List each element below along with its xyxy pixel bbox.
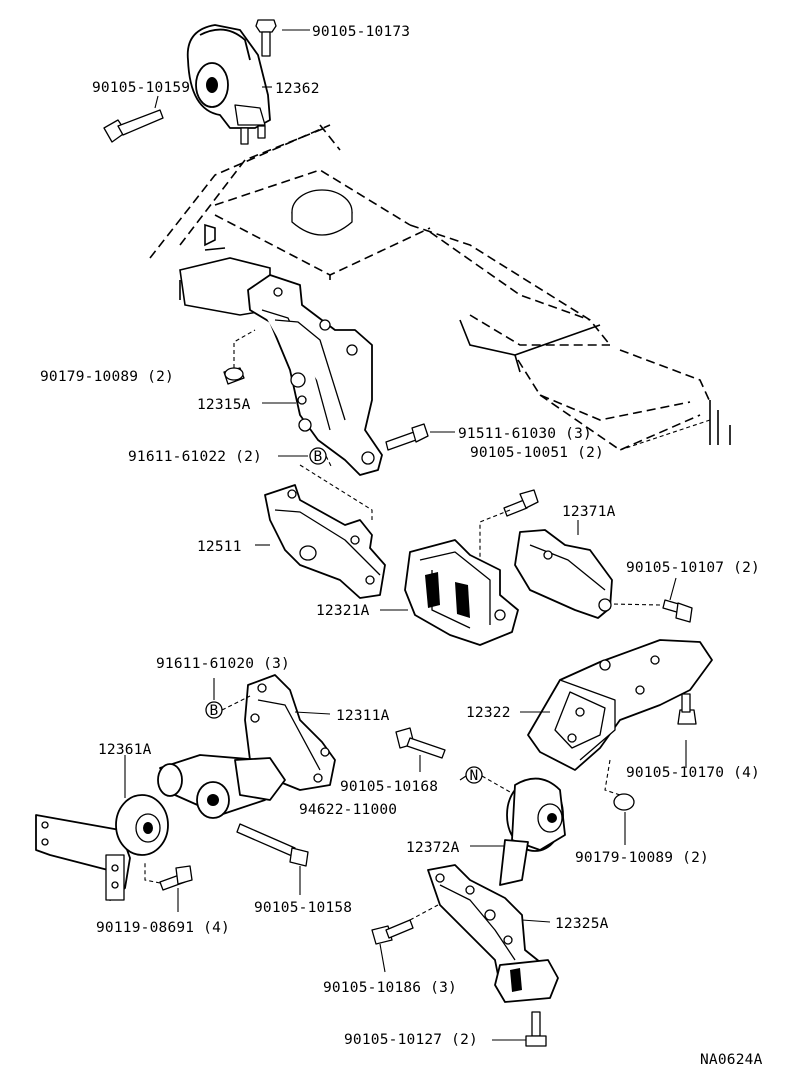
bracket-icon [264, 484, 386, 599]
bolt-icon [525, 1011, 547, 1047]
callout-12322: 12322 [466, 705, 511, 721]
callout-90105-10127: 90105-10127 (2) [344, 1032, 478, 1048]
engine-mount-insulator-icon [404, 539, 519, 646]
callout-12315a: 12315A [197, 397, 251, 413]
nut-icon [223, 367, 245, 385]
bolt-icon [255, 19, 277, 57]
callout-12325a: 12325A [555, 916, 609, 932]
callout-12511: 12511 [197, 539, 242, 555]
callout-90105-10170: 90105-10170 (4) [626, 765, 760, 781]
callout-91611-61020: 91611-61020 (3) [156, 656, 290, 672]
bracket-icon [427, 864, 559, 1003]
callout-90105-10186: 90105-10186 (3) [323, 980, 457, 996]
bolt-icon [103, 109, 164, 143]
engine-mount-insulator-icon [499, 777, 566, 886]
bracket-icon [514, 529, 613, 619]
engine-mount-insulator-icon [35, 754, 286, 901]
callout-90119-08691: 90119-08691 (4) [96, 920, 230, 936]
callout-90179-10089-a: 90179-10089 (2) [40, 369, 174, 385]
callout-90105-10168: 90105-10168 [340, 779, 438, 795]
callout-91611-61022: 91611-61022 (2) [128, 449, 262, 465]
callout-90105-10159: 90105-10159 [92, 80, 190, 96]
bracket-icon [247, 274, 383, 476]
callout-94622-11000: 94622-11000 [299, 802, 397, 818]
callout-90105-10107: 90105-10107 (2) [626, 560, 760, 576]
callout-12371a: 12371A [562, 504, 616, 520]
marker-b: B [210, 703, 219, 719]
bolt-icon [662, 599, 693, 623]
diagram-id: NA0624A [700, 1052, 763, 1068]
bolt-icon [385, 423, 429, 451]
bolt-icon [677, 693, 697, 725]
bolt-icon [371, 919, 414, 945]
callout-90105-10051: 90105-10051 (2) [470, 445, 604, 461]
bolt-icon [503, 489, 539, 517]
bolt-icon [159, 865, 193, 891]
callout-12321a: 12321A [316, 603, 370, 619]
bolt-icon [395, 727, 446, 759]
callout-90105-10158: 90105-10158 [254, 900, 352, 916]
callout-90105-10173: 90105-10173 [312, 24, 410, 40]
callout-12361a: 12361A [98, 742, 152, 758]
callout-labels: 90105-10173 90105-10159 12362 90179-1008… [40, 24, 763, 1068]
marker-b: B [314, 449, 323, 465]
leader-lines [124, 29, 711, 1041]
nut-icon [613, 793, 635, 811]
callout-12372a: 12372A [406, 840, 460, 856]
callout-91511-61030: 91511-61030 (3) [458, 426, 592, 442]
bolt-icon [236, 823, 309, 867]
callout-90179-10089-b: 90179-10089 (2) [575, 850, 709, 866]
marker-n-icon [465, 766, 483, 784]
bracket-icon [527, 639, 713, 771]
marker-n: N [470, 768, 479, 784]
callout-12311a: 12311A [336, 708, 390, 724]
engine-mount-top-icon [186, 24, 271, 145]
callout-12362: 12362 [275, 81, 320, 97]
